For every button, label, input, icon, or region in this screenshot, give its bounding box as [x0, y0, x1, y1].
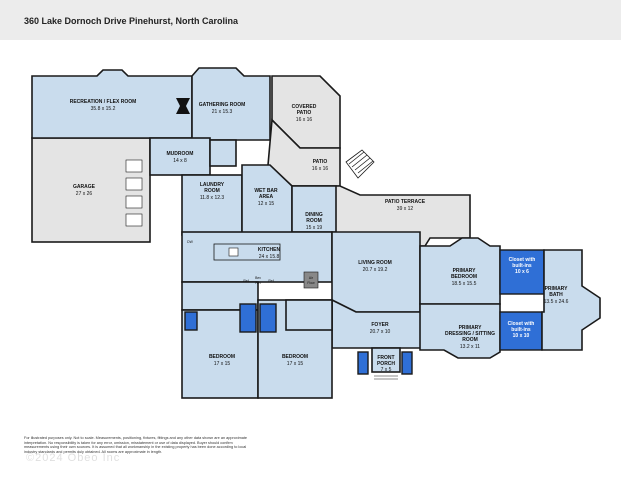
primary-bedroom-size: 18.5 x 15.5 [452, 281, 477, 287]
primary-bedroom-label-1: PRIMARY [453, 268, 477, 274]
primary-bath-area [541, 249, 601, 351]
recreation-room-area [31, 69, 193, 139]
front-porch-area [371, 347, 401, 373]
bedroom-right-label: BEDROOM [282, 354, 308, 360]
air-flow-label-1: Air [309, 276, 314, 280]
dining-label-1: DINING [305, 212, 323, 218]
half-bath-area [209, 139, 237, 167]
living-size: 20.7 x 19.2 [363, 267, 388, 273]
kitchen-size: 24 x 15.8 [259, 254, 280, 260]
closet-foyer-b [401, 351, 413, 375]
garage-label: GARAGE [73, 184, 96, 190]
wet-bar-label-1: WET BAR [254, 188, 278, 194]
garage-size: 27 x 26 [76, 191, 93, 197]
closet-foyer-a [357, 351, 369, 375]
patio-stairs [345, 149, 375, 179]
laundry-label-2: ROOM [204, 188, 220, 194]
recreation-size: 35.8 x 15.2 [91, 106, 116, 112]
patio-label: PATIO [313, 159, 328, 165]
header-band [0, 0, 621, 40]
mudroom-area [149, 137, 211, 176]
primary-dressing-size: 13.2 x 11 [460, 344, 480, 350]
front-porch-label-1: FRONT [377, 355, 394, 361]
patio-terrace-label: PATIO TERRACE [385, 199, 426, 205]
laundry-size: 11.8 x 12.3 [200, 195, 225, 201]
ref-label-1: Ref [243, 279, 248, 283]
closet-bottom-area [499, 311, 543, 351]
bev-ref-label-2: Ref [255, 281, 260, 285]
covered-patio-label-2: PATIO [297, 110, 312, 116]
page-title: 360 Lake Dornoch Drive Pinehurst, North … [24, 16, 239, 26]
bath-right-area [285, 299, 333, 331]
kitchen-label: KITCHEN [258, 247, 281, 253]
closet-bottom-label-1: Closet with [508, 321, 535, 327]
primary-bath-size: 13.5 x 24.6 [544, 299, 569, 305]
living-label: LIVING ROOM [358, 260, 392, 266]
porch-steps [374, 375, 398, 380]
fireplace-icon [176, 98, 190, 114]
bev-ref-label-1: Bev [255, 276, 261, 280]
primary-dressing-label-1: PRIMARY [459, 325, 483, 331]
closet-top-size: 10 x 6 [515, 269, 529, 275]
primary-bedroom-label-2: BEDROOM [451, 274, 477, 280]
recreation-label: RECREATION / FLEX ROOM [70, 99, 137, 105]
gathering-label: GATHERING ROOM [199, 102, 246, 108]
air-flow-label-2: Flow [307, 281, 315, 285]
bedroom-left-label: BEDROOM [209, 354, 235, 360]
mudroom-label: MUDROOM [167, 151, 194, 157]
closet-top-label-1: Closet with [509, 257, 536, 263]
primary-bath-label-1: PRIMARY [545, 286, 569, 292]
foyer-label: FOYER [371, 322, 389, 328]
foyer-size: 20.7 x 10 [370, 329, 391, 335]
mudroom-size: 14 x 8 [173, 158, 187, 164]
ref-label-2: Ref [268, 279, 273, 283]
patio-size: 16 x 16 [312, 166, 329, 172]
closet-top-label-2: built-ins [512, 263, 532, 269]
patio-terrace-size: 39 x 12 [397, 206, 414, 212]
bedroom-left-size: 17 x 15 [214, 361, 231, 367]
air-flow-unit [303, 271, 319, 289]
closet-bed1-a [184, 311, 198, 331]
disclaimer-text: For illustrated purposes only. Not to sc… [24, 436, 248, 454]
primary-bath-label-2: BATH [549, 292, 563, 298]
dining-size: 15 x 19 [306, 225, 323, 231]
laundry-label-1: LAUNDRY [200, 182, 225, 188]
primary-dressing-label-3: ROOM [462, 337, 478, 343]
gathering-size: 21 x 15.3 [212, 109, 233, 115]
sink-icon [228, 247, 239, 257]
closet-bed1-b [239, 303, 257, 333]
wet-bar-label-2: AREA [259, 194, 274, 200]
closet-bed2-a [259, 303, 277, 333]
front-porch-label-2: PORCH [377, 361, 395, 367]
dishwasher-label: DW [187, 240, 193, 244]
front-porch-size: 7 x 5 [381, 367, 392, 373]
closet-bottom-label-2: built-ins [511, 327, 531, 333]
bedroom-right-size: 17 x 15 [287, 361, 304, 367]
covered-patio-label-1: COVERED [292, 104, 317, 110]
dining-label-2: ROOM [306, 218, 322, 224]
primary-dressing-label-2: DRESSING / SITTING [445, 331, 495, 337]
watermark: ©2024 Obeo Inc [26, 452, 121, 464]
wet-bar-size: 12 x 15 [258, 201, 275, 207]
covered-patio-size: 16 x 16 [296, 117, 313, 123]
closet-bottom-size: 10 x 10 [513, 333, 530, 339]
